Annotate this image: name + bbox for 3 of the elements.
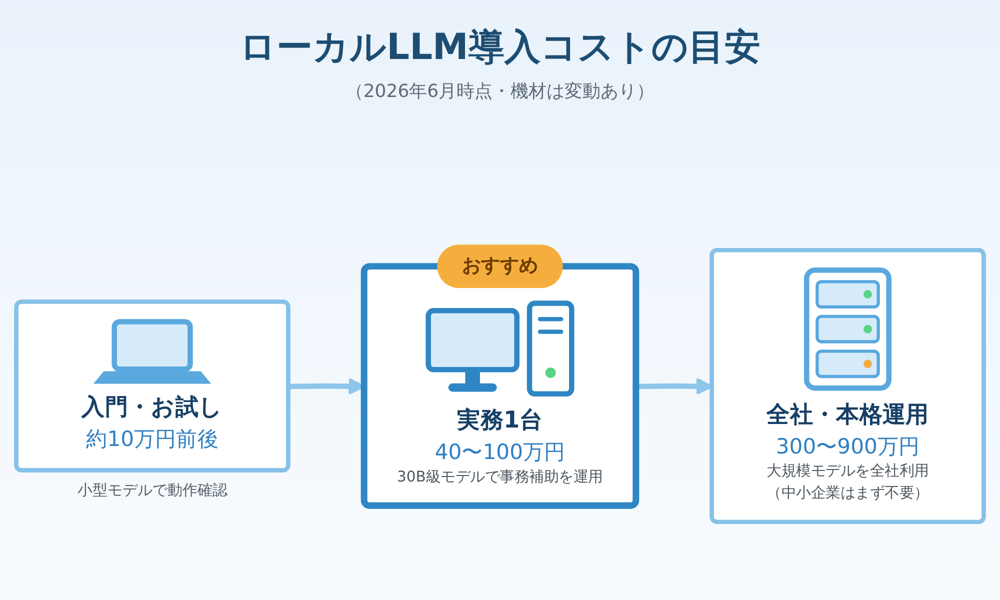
node-note: 小型モデルで動作確認 — [77, 480, 228, 500]
subtitle-note: （2026年6月時点・機材は変動あり） — [345, 80, 655, 104]
diagram-title: ローカルLLM導入コストの目安 — [240, 26, 760, 70]
